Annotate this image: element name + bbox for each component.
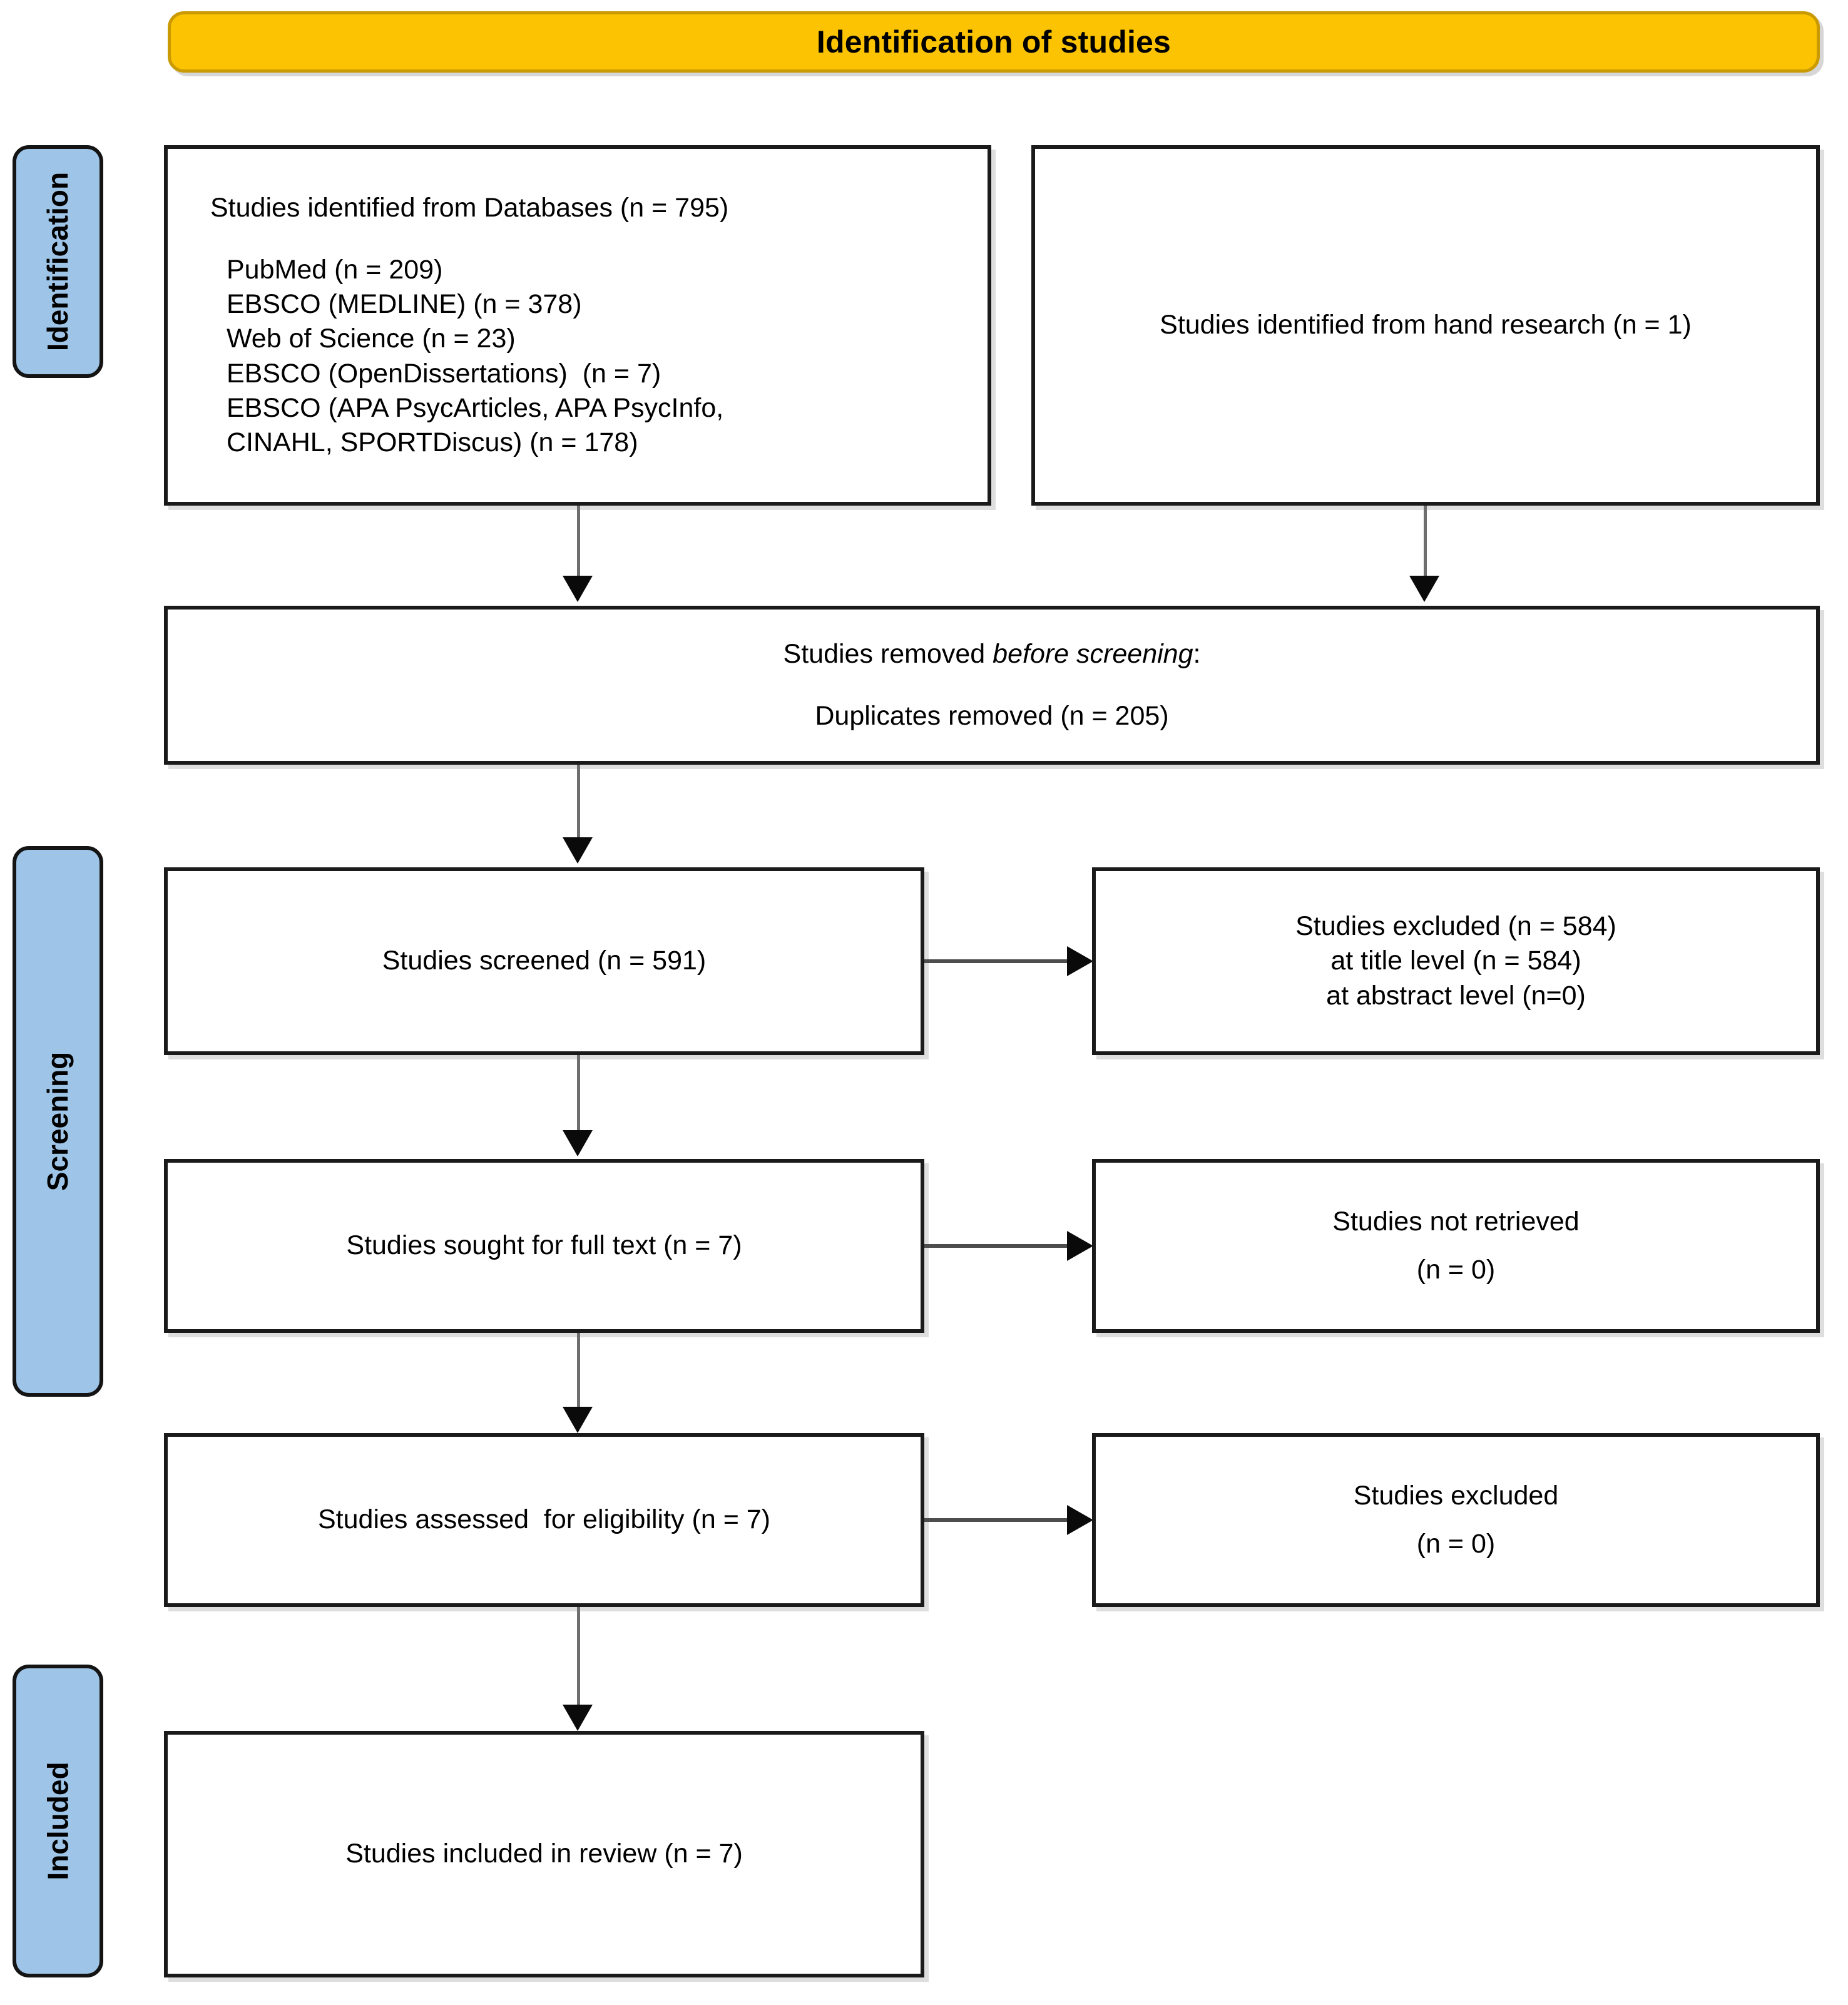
box-studies-screened: Studies screened (n = 591) (164, 867, 924, 1055)
identification-banner: Identification of studies (168, 11, 1820, 73)
box-studies-identified-databases: Studies identified from Databases (n = 7… (164, 145, 991, 506)
connector-handresearch-to-removed (1424, 506, 1427, 578)
database-source-ebsco-apa-line2: CINAHL, SPORTDiscus) (n = 178) (227, 427, 638, 457)
database-source-ebsco-apa-line1: EBSCO (APA PsycArticles, APA PsycInfo, (227, 392, 724, 423)
connector-screened-to-soughtfulltext (577, 1055, 580, 1131)
removed-prefix: Studies removed (783, 638, 993, 669)
box-studies-excluded-screening: Studies excluded (n = 584) at title leve… (1092, 867, 1820, 1055)
not-retrieved-line-1: Studies not retrieved (1332, 1206, 1580, 1237)
database-source-ebsco-medline: EBSCO (MEDLINE) (n = 378) (227, 289, 582, 320)
database-source-pubmed: PubMed (n = 209) (227, 255, 443, 285)
sought-full-text-label: Studies sought for full text (n = 7) (346, 1230, 742, 1261)
connector-screened-to-excluded (924, 959, 1068, 963)
hand-research-label: Studies identified from hand research (n… (1160, 310, 1692, 340)
box-studies-sought-full-text: Studies sought for full text (n = 7) (164, 1159, 924, 1333)
excluded-eligibility-line-2: (n = 0) (1416, 1529, 1496, 1559)
excluded-screening-line-2: at title level (n = 584) (1330, 946, 1581, 976)
assessed-eligibility-label: Studies assessed for eligibility (n = 7) (318, 1504, 770, 1535)
not-retrieved-line-2: (n = 0) (1416, 1255, 1496, 1285)
stage-label-identification: Identification (41, 171, 74, 352)
studies-screened-label: Studies screened (n = 591) (382, 946, 707, 976)
arrowhead-handresearch-to-removed (1409, 576, 1439, 602)
box-studies-identified-hand-research: Studies identified from hand research (n… (1031, 145, 1820, 506)
excluded-screening-line-3: at abstract level (n=0) (1326, 980, 1586, 1011)
box-studies-excluded-eligibility: Studies excluded (n = 0) (1092, 1433, 1820, 1607)
stage-bar-included: Included (13, 1665, 103, 1977)
connector-sought-to-notretrieved (924, 1244, 1068, 1248)
connector-assessed-to-excluded (924, 1518, 1068, 1522)
banner-label: Identification of studies (816, 24, 1172, 59)
connector-sought-to-assessed (577, 1333, 580, 1408)
arrowhead-assessed-to-included (563, 1705, 593, 1731)
arrowhead-screened-to-soughtfulltext (563, 1130, 593, 1156)
removed-suffix: : (1193, 638, 1201, 669)
stage-label-included: Included (41, 1762, 74, 1880)
connector-removed-to-screened (577, 765, 580, 839)
connector-databases-to-removed (577, 506, 580, 578)
arrowhead-assessed-to-excluded (1067, 1505, 1093, 1535)
arrowhead-sought-to-assessed (563, 1407, 593, 1433)
box-studies-not-retrieved: Studies not retrieved (n = 0) (1092, 1159, 1820, 1333)
duplicates-removed-label: Duplicates removed (n = 205) (815, 701, 1169, 731)
excluded-screening-line-1: Studies excluded (n = 584) (1295, 911, 1616, 942)
removed-italic: before screening (993, 638, 1193, 669)
arrowhead-sought-to-notretrieved (1067, 1231, 1093, 1261)
arrowhead-removed-to-screened (563, 837, 593, 864)
stage-bar-screening: Screening (13, 846, 103, 1397)
database-source-web-of-science: Web of Science (n = 23) (227, 324, 516, 354)
arrowhead-screened-to-excluded (1067, 946, 1093, 976)
excluded-eligibility-line-1: Studies excluded (1353, 1480, 1559, 1511)
removed-before-screening-heading: Studies removed before screening: (784, 637, 1201, 671)
box-studies-included-in-review: Studies included in review (n = 7) (164, 1731, 924, 1977)
box-studies-removed-before-screening: Studies removed before screening: Duplic… (164, 606, 1820, 765)
stage-label-screening: Screening (41, 1051, 74, 1191)
databases-heading: Studies identified from Databases (n = 7… (210, 193, 729, 223)
arrowhead-databases-to-removed (563, 576, 593, 602)
connector-assessed-to-included (577, 1607, 580, 1713)
database-source-ebsco-opendissertations: EBSCO (OpenDissertations) (n = 7) (227, 358, 661, 389)
included-in-review-label: Studies included in review (n = 7) (345, 1839, 743, 1869)
box-studies-assessed-eligibility: Studies assessed for eligibility (n = 7) (164, 1433, 924, 1607)
stage-bar-identification: Identification (13, 145, 103, 378)
